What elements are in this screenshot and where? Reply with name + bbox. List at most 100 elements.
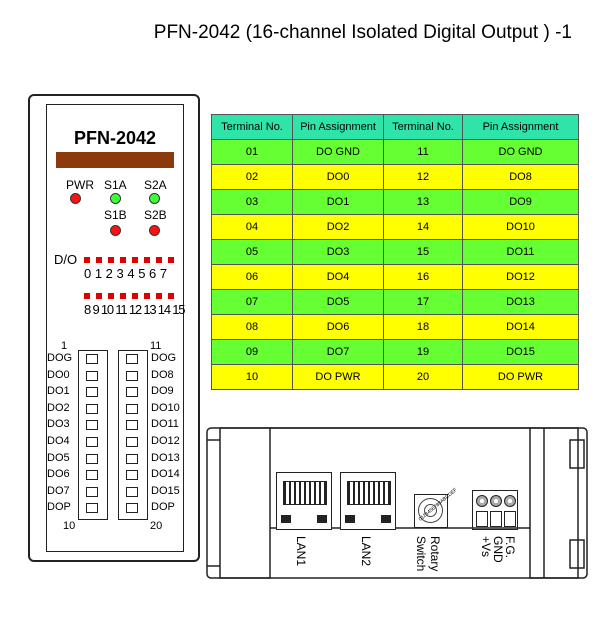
table-cell: DO3	[292, 239, 384, 265]
fg-label: F.G.	[503, 536, 517, 559]
lan1-label: LAN1	[294, 536, 308, 567]
lan2-label: LAN2	[359, 536, 373, 567]
terminal-pin	[86, 503, 98, 514]
terminal-label: DO9	[151, 385, 174, 398]
led-label-s2a: S2A	[144, 178, 167, 192]
terminal-label: DO6	[47, 468, 70, 481]
lan1-port[interactable]	[276, 472, 332, 530]
table-cell: DO1	[292, 189, 384, 215]
table-cell: DO6	[292, 314, 384, 340]
terminal-pin	[86, 354, 98, 364]
terminal-label: DO4	[47, 435, 70, 447]
table-cell: DO GND	[462, 139, 579, 165]
do-digits-row-1: 0 1 2 3 4 5 6 7	[84, 266, 168, 281]
power-terminal[interactable]	[472, 490, 518, 530]
do-led-row-2	[84, 293, 182, 299]
terminal-pin	[126, 437, 138, 447]
table-cell: DO2	[292, 214, 384, 240]
table-cell: 20	[383, 364, 463, 390]
page-title: PFN-2042 (16-channel Isolated Digital Ou…	[153, 22, 572, 43]
led-label-s1a: S1A	[104, 178, 127, 192]
table-header-cell: Terminal No.	[211, 114, 293, 140]
terminal-pin	[86, 486, 98, 497]
terminal-pin	[126, 503, 138, 514]
terminal-label: DO0	[47, 368, 70, 381]
led-s1b	[110, 225, 121, 236]
table-header-cell: Pin Assignment	[462, 114, 579, 140]
terminal-label: DO12	[151, 435, 180, 447]
table-cell: 17	[383, 289, 463, 315]
table-cell: DO15	[462, 339, 579, 365]
terminal-pin	[126, 403, 138, 414]
table-cell: DO PWR	[292, 364, 384, 390]
terminal-pin	[126, 486, 138, 497]
table-cell: 08	[211, 314, 293, 340]
rotary-switch-label: Rotary Switch	[414, 536, 442, 572]
table-cell: DO GND	[292, 139, 384, 165]
terminal-pin	[86, 437, 98, 447]
rotary-switch[interactable]: 0123456789ABCDEF	[414, 487, 459, 528]
table-cell: 02	[211, 164, 293, 190]
table-cell: DO5	[292, 289, 384, 315]
table-header-cell: Terminal No.	[383, 114, 463, 140]
terminal-label: DO14	[151, 468, 180, 481]
terminal-label: DO3	[47, 418, 70, 431]
terminal-label: DO5	[47, 451, 70, 464]
terminal-label: DO7	[47, 484, 70, 497]
table-cell: 18	[383, 314, 463, 340]
terminal-pin	[126, 354, 138, 364]
terminal-number-11: 11	[150, 340, 162, 352]
terminal-pin	[86, 453, 98, 464]
terminal-pin	[126, 470, 138, 481]
vs-label: +Vs	[479, 536, 493, 558]
do-digits-row-2: 8 9 10 11 12 13 14 15	[84, 302, 186, 317]
table-cell: DO11	[462, 239, 579, 265]
terminal-label: DOG	[47, 352, 73, 364]
terminal-pin	[126, 370, 138, 381]
gnd-label: GND	[491, 536, 505, 563]
led-label-s1b: S1B	[104, 208, 127, 222]
table-cell: 14	[383, 214, 463, 240]
terminal-label: DO10	[151, 401, 180, 414]
table-cell: 11	[383, 139, 463, 165]
module-front-outline	[28, 94, 200, 562]
module-model-label: PFN-2042	[73, 128, 157, 148]
terminal-label: DOP	[47, 501, 71, 514]
terminal-label: DOG	[151, 352, 177, 364]
led-label-s2b: S2B	[144, 208, 167, 222]
module-name-bar	[56, 152, 174, 168]
table-cell: DO14	[462, 314, 579, 340]
terminal-pin	[86, 370, 98, 381]
do-label: D/O	[54, 252, 78, 267]
table-cell: DO PWR	[462, 364, 579, 390]
table-cell: 07	[211, 289, 293, 315]
terminal-label: DO1	[47, 385, 70, 398]
terminal-pin	[126, 420, 138, 431]
led-s1a	[110, 193, 121, 204]
table-cell: 13	[383, 189, 463, 215]
terminal-pin	[86, 403, 98, 414]
terminal-label: DOP	[151, 501, 175, 514]
do-led-row-1	[84, 257, 182, 263]
lan2-port[interactable]	[340, 472, 396, 530]
terminal-label: DO8	[151, 368, 174, 381]
table-cell: 03	[211, 189, 293, 215]
terminal-pin	[126, 453, 138, 464]
terminal-label: DO2	[47, 401, 70, 414]
terminal-pin	[86, 420, 98, 431]
led-pwr	[70, 193, 81, 204]
terminal-pin	[86, 387, 98, 398]
terminal-pin	[126, 387, 138, 398]
led-label-pwr: PWR	[66, 178, 94, 192]
led-s2b	[149, 225, 160, 236]
terminal-label: DO15	[151, 484, 180, 497]
terminal-label: DO11	[151, 418, 179, 431]
